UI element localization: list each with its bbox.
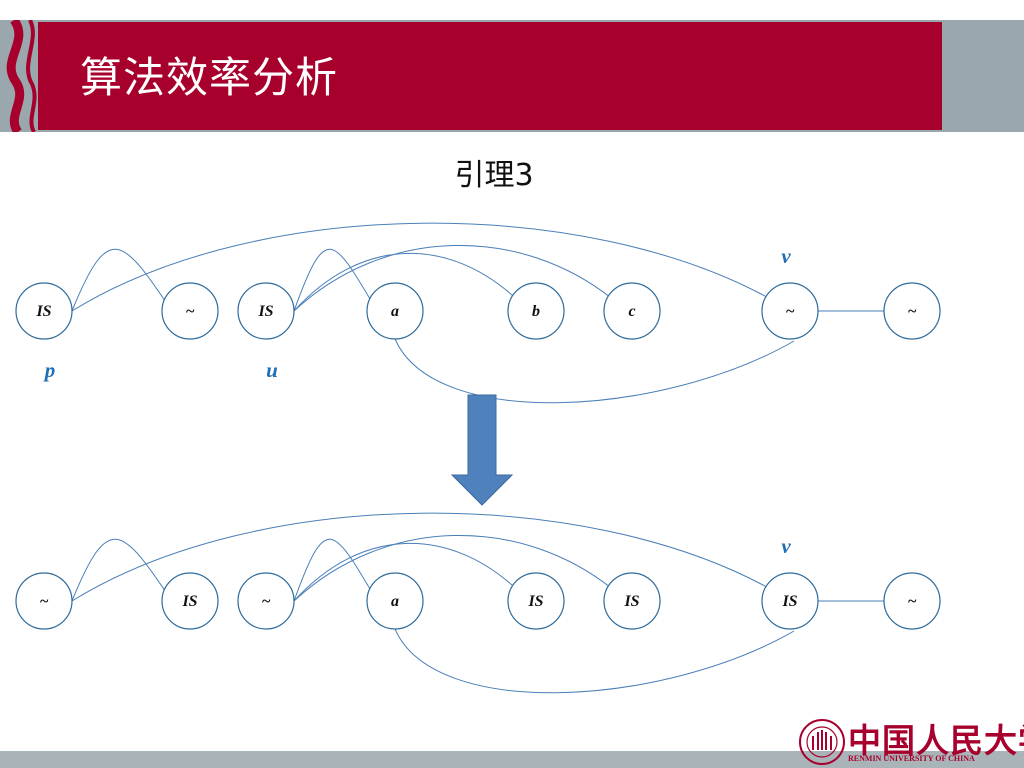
node-after-n3: ~	[237, 572, 295, 630]
node-after-n6: IS	[603, 572, 661, 630]
node-before-n3: IS	[237, 282, 295, 340]
node-circle	[603, 282, 661, 340]
node-before-n7: ~	[761, 282, 819, 340]
node-circle	[761, 572, 819, 630]
node-circle	[237, 572, 295, 630]
node-before-n2: ~	[161, 282, 219, 340]
edge-before-n3-n5	[293, 252, 517, 312]
edge-before-n1-n7	[71, 222, 771, 312]
ribbon-decoration-icon	[6, 20, 37, 132]
var-label-before-v: v	[781, 244, 791, 268]
page-title: 算法效率分析	[80, 53, 339, 102]
transition-arrow-icon	[450, 394, 514, 506]
node-label: c	[628, 303, 635, 320]
node-before-n6: c	[603, 282, 661, 340]
node-label: ~	[39, 593, 48, 610]
edge-before-n3-n6	[293, 245, 613, 312]
node-circle	[761, 282, 819, 340]
node-label: IS	[623, 593, 639, 610]
node-after-n5: IS	[507, 572, 565, 630]
node-circle	[15, 282, 73, 340]
node-before-n4: a	[366, 282, 424, 340]
node-circle	[507, 282, 565, 340]
node-circle	[883, 282, 941, 340]
title-bar	[38, 22, 942, 130]
node-after-n7: IS	[761, 572, 819, 630]
node-circle	[161, 282, 219, 340]
subtitle: 引理3	[454, 158, 534, 193]
node-circle	[15, 572, 73, 630]
university-seal-icon	[799, 719, 845, 765]
edge-before-n4-n7	[394, 338, 795, 404]
node-after-n8: ~	[883, 572, 941, 630]
node-label: ~	[907, 303, 916, 320]
edge-after-n4-n7	[394, 628, 795, 694]
edge-after-n1-n7	[71, 512, 771, 602]
node-before-n5: b	[507, 282, 565, 340]
node-label: a	[391, 593, 399, 610]
node-circle	[237, 282, 295, 340]
node-circle	[161, 572, 219, 630]
node-label: ~	[261, 593, 270, 610]
node-label: IS	[527, 593, 543, 610]
edge-after-n3-n6	[293, 535, 613, 602]
logo-name-cn: 中国人民大学	[848, 721, 1024, 760]
node-after-n2: IS	[161, 572, 219, 630]
var-label-before-p: p	[43, 358, 56, 382]
node-label: a	[391, 303, 399, 320]
node-circle	[883, 572, 941, 630]
node-label: b	[532, 303, 540, 320]
footer-bar	[0, 751, 1024, 768]
node-before-n1: IS	[15, 282, 73, 340]
node-label: ~	[907, 593, 916, 610]
edge-after-n3-n5	[293, 542, 517, 602]
edge-after-n3-n4	[293, 538, 379, 604]
node-label: ~	[785, 303, 794, 320]
edge-after-n1-n2	[71, 538, 174, 604]
var-label-after-v: v	[781, 534, 791, 558]
node-circle	[507, 572, 565, 630]
node-label: ~	[185, 303, 194, 320]
var-label-before-u: u	[266, 358, 278, 382]
node-circle	[366, 282, 424, 340]
edge-before-n3-n4	[293, 248, 379, 314]
node-label: IS	[257, 303, 273, 320]
node-after-n4: a	[366, 572, 424, 630]
node-label: IS	[35, 303, 51, 320]
node-before-n8: ~	[883, 282, 941, 340]
node-circle	[366, 572, 424, 630]
logo-name-en: RENMIN UNIVERSITY OF CHINA	[848, 754, 975, 763]
university-logo: 中国人民大学 RENMIN UNIVERSITY OF CHINA	[796, 716, 1024, 768]
node-label: IS	[781, 593, 797, 610]
node-after-n1: ~	[15, 572, 73, 630]
node-label: IS	[181, 593, 197, 610]
edge-before-n1-n2	[71, 248, 174, 314]
node-circle	[603, 572, 661, 630]
